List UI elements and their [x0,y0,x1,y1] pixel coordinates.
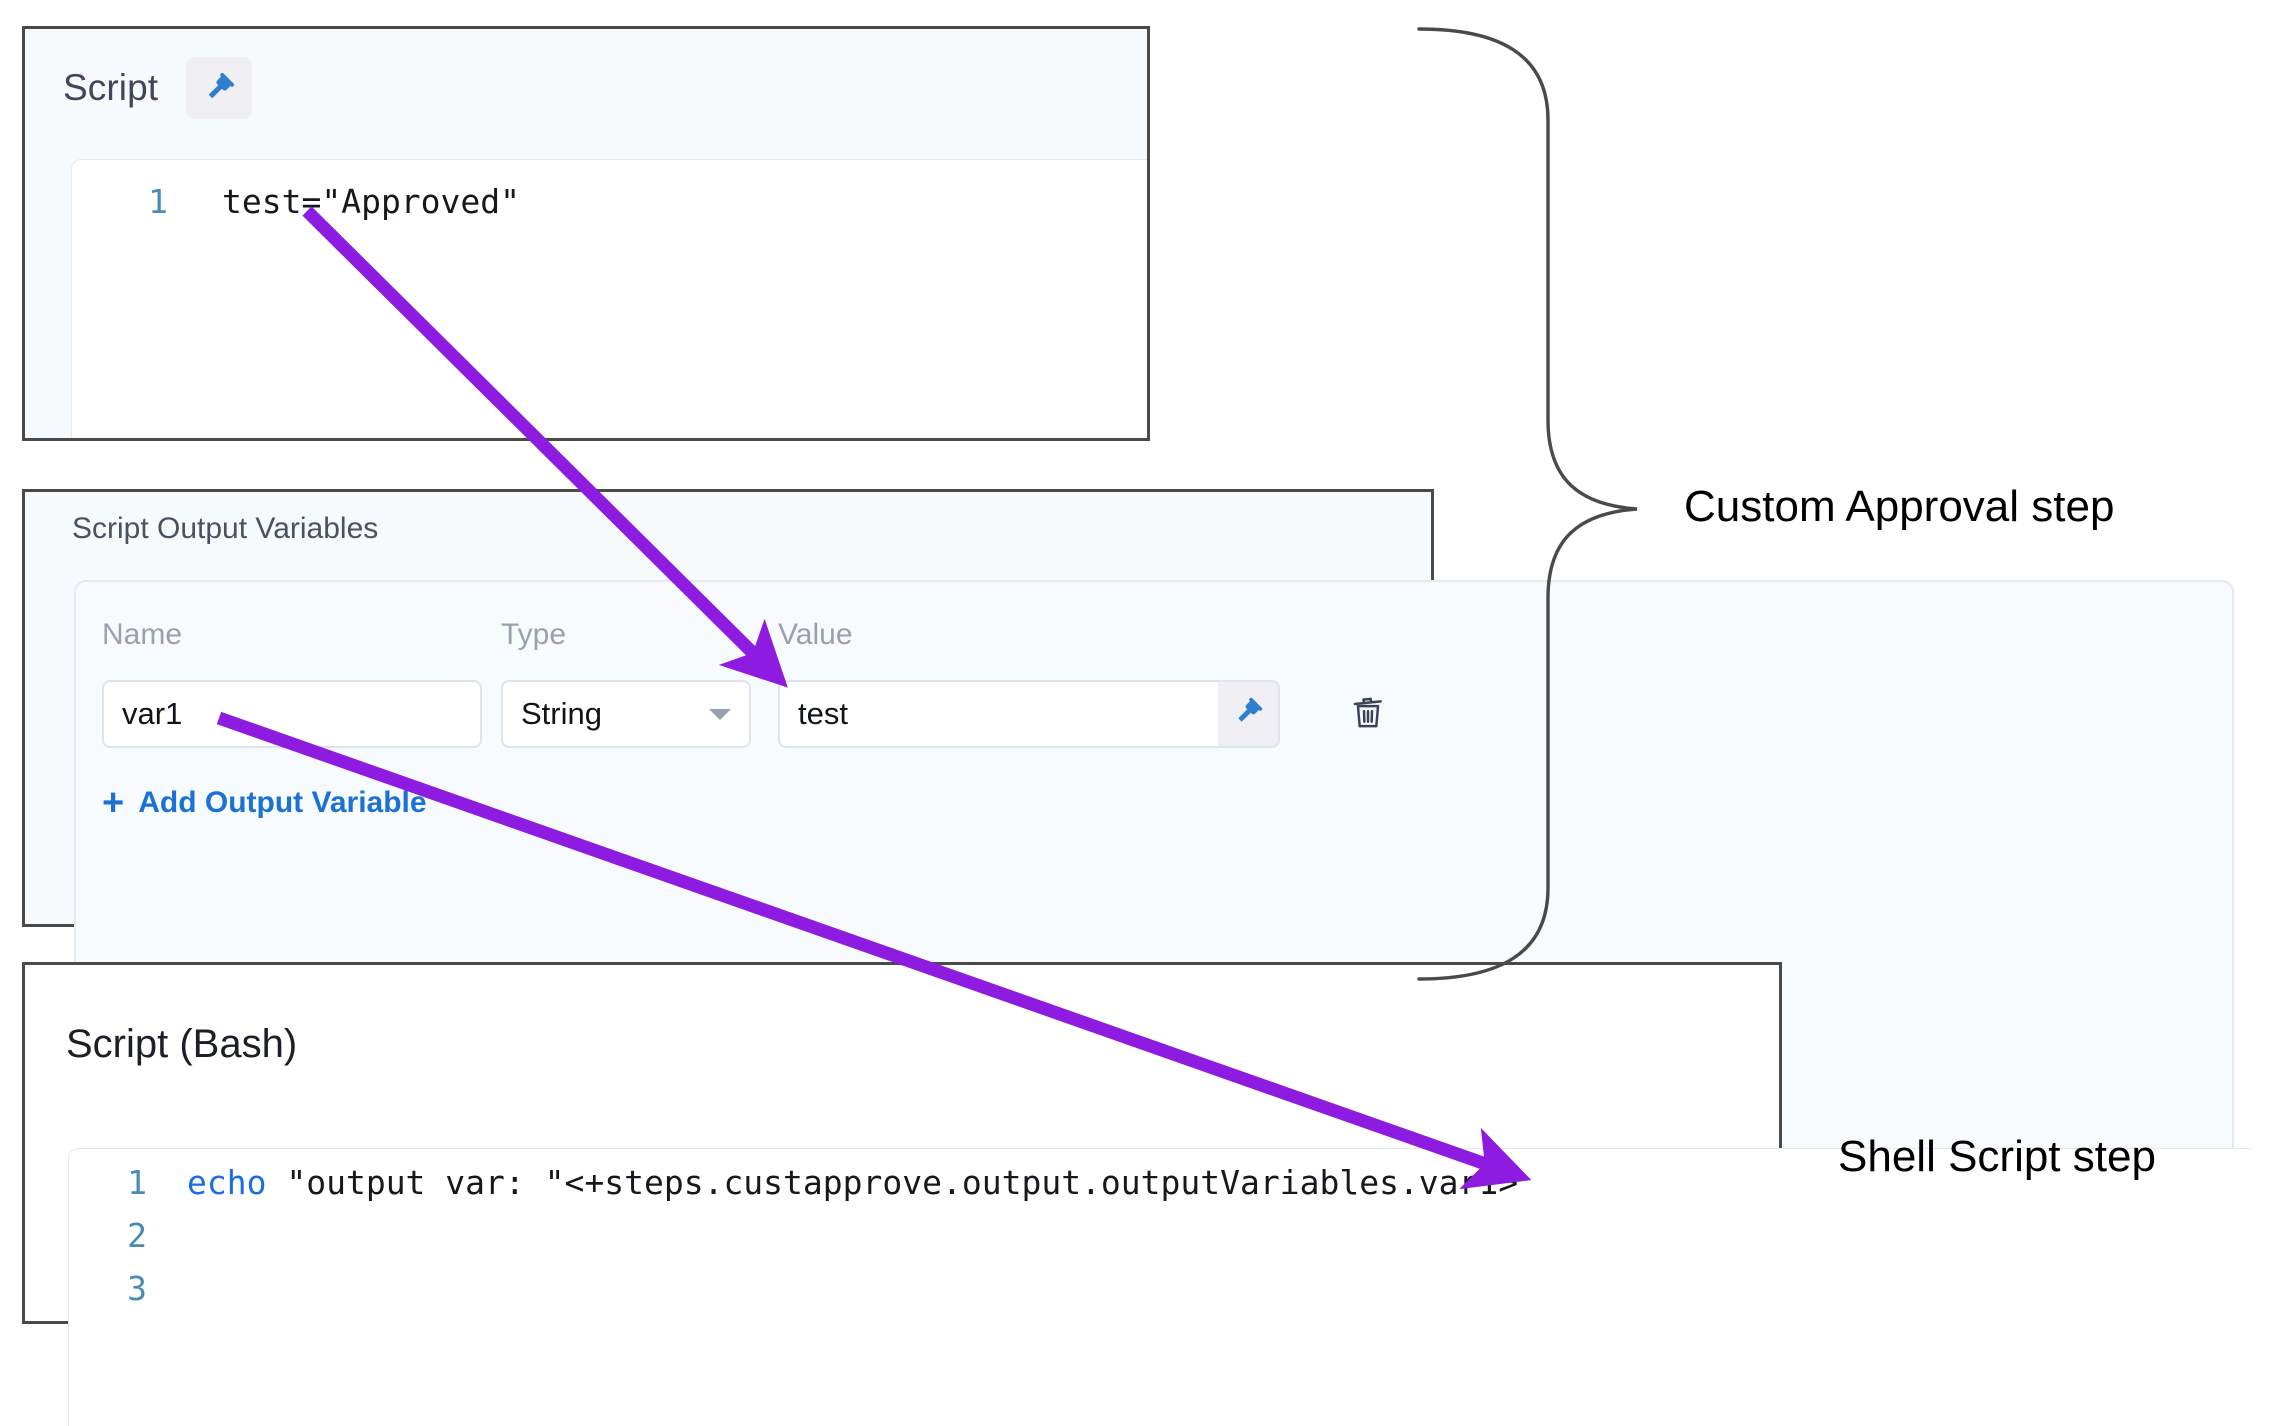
pushpin-icon [201,70,237,106]
table-row: var1 String test [102,680,2232,748]
column-header-name: Name [102,618,183,651]
delete-variable-button[interactable] [1340,686,1396,742]
script-panel: Script 1 test="Approved" [22,26,1150,441]
bash-code-editor[interactable]: 1 echo "output var: "<+steps.custapprove… [68,1148,2252,1426]
pushpin-button[interactable] [186,57,253,119]
script-code-editor[interactable]: 1 test="Approved" [71,159,1147,438]
add-output-variable-label: Add Output Variable [138,786,427,819]
column-header-value: Value [778,618,853,651]
variable-name-input[interactable]: var1 [102,680,482,748]
code-line: 3 [69,1255,2252,1308]
bash-script-panel-title: Script (Bash) [66,1022,298,1066]
script-panel-title: Script [63,67,159,108]
column-header-type: Type [501,618,567,651]
line-number: 2 [127,1216,147,1255]
script-output-variables-title: Script Output Variables [72,512,379,545]
code-text: echo "output var: "<+steps.custapprove.o… [187,1163,1518,1202]
trash-icon [1348,692,1388,737]
annotation-label-custom-approval-step: Custom Approval step [1684,482,2115,531]
line-number: 3 [127,1269,147,1308]
code-line: 1 test="Approved" [72,160,1147,221]
variable-value-input[interactable]: test [778,680,1218,748]
line-number: 1 [148,182,168,221]
code-text: test="Approved" [222,182,521,221]
code-expression: "output var: "<+steps.custapprove.output… [266,1163,1519,1202]
annotation-label-shell-script-step: Shell Script step [1838,1132,2156,1181]
pushpin-icon [1231,695,1265,734]
code-keyword: echo [187,1163,267,1202]
chevron-down-icon [709,708,731,720]
line-number: 1 [127,1163,147,1202]
variable-value-pushpin-button[interactable] [1218,680,1280,748]
code-line: 2 [69,1202,2252,1255]
plus-icon: + [102,782,125,824]
output-variables-column-headers: Name Type Value [102,618,2232,660]
add-output-variable-button[interactable]: + Add Output Variable [102,784,427,822]
script-panel-header: Script [25,29,1147,119]
variable-type-select[interactable]: String [501,680,751,748]
variable-type-value: String [521,696,602,731]
